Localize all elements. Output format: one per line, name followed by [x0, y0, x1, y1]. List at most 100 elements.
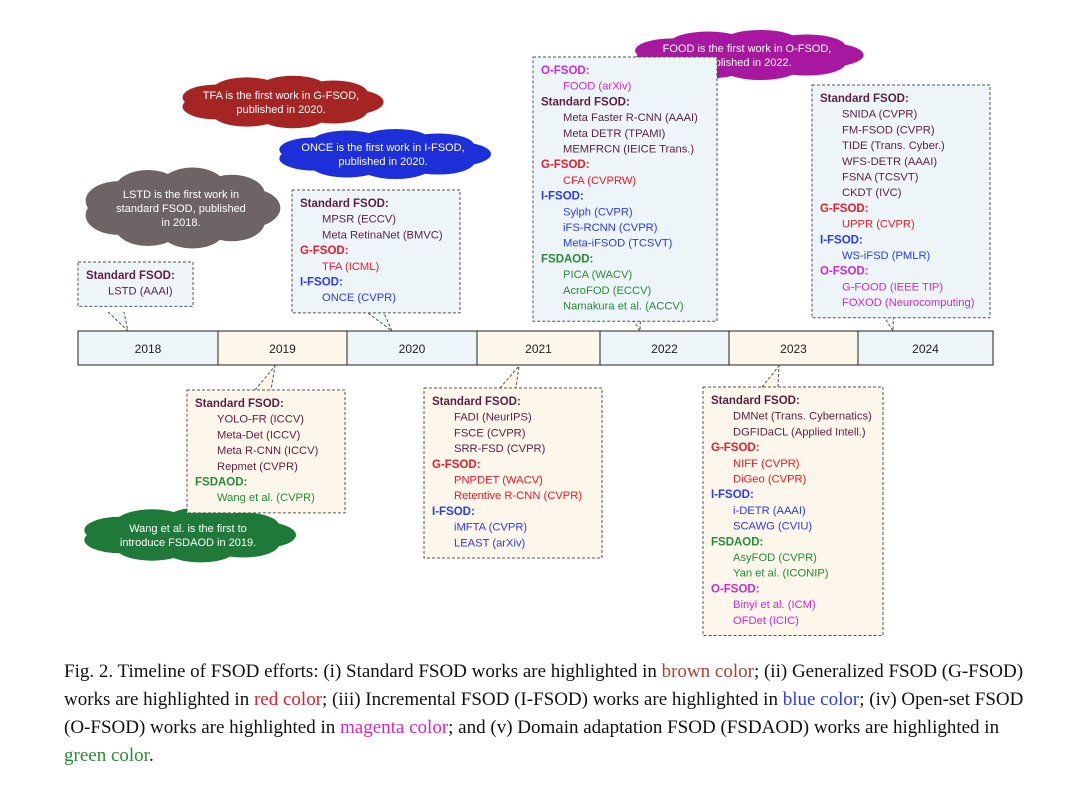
- cloud-text: published in 2022.: [702, 57, 791, 69]
- caption-text: ; (ii) Generalized FSOD (G-FSOD) works a…: [64, 661, 1024, 710]
- timeline-year-label: 2018: [135, 342, 162, 356]
- cloud-text: TFA is the first work in G-FSOD,: [203, 90, 359, 102]
- work-entry: OFDet (ICIC): [733, 615, 799, 627]
- work-entry: WFS-DETR (AAAI): [842, 156, 937, 168]
- work-entry: FOXOD (Neurocomputing): [842, 297, 975, 309]
- box-2024: Standard FSOD: SNIDA (CVPR) FM-FSOD (CVPR)…: [811, 84, 991, 319]
- cloud-text: introduce FSDAOD in 2019.: [120, 537, 256, 549]
- cloud-lstd: LSTD is the first work in standard FSOD, …: [85, 167, 281, 249]
- work-entry: SCAWG (CVIU): [733, 521, 812, 533]
- caption-magenta: magenta color: [340, 717, 449, 738]
- caption-green: green color: [64, 745, 149, 766]
- callout-connector: [761, 364, 780, 388]
- work-entry: DGFIDaCL (Applied Intell.): [733, 426, 866, 438]
- caption-text: ; (iii) Incremental FSOD (I-FSOD) works …: [322, 689, 783, 710]
- caption-brown: brown color: [661, 661, 754, 682]
- cloud-text: Wang et al. is the first to: [129, 523, 247, 535]
- work-entry: i-DETR (AAAI): [733, 505, 806, 517]
- work-entry: Sylph (CVPR): [563, 206, 633, 218]
- work-entry: SRR-FSD (CVPR): [454, 443, 546, 455]
- work-entry: Retentive R-CNN (CVPR): [454, 490, 582, 502]
- box-2021: Standard FSOD:FADI (NeurIPS)FSCE (CVPR)S…: [423, 387, 603, 559]
- timeline-year-2020: [346, 330, 478, 366]
- callout-connector: [367, 312, 394, 333]
- work-entry: LEAST (arXiv): [454, 537, 526, 549]
- work-entry: MEMFRCN (IEICE Trans.): [563, 144, 694, 156]
- group-heading-standard: Standard FSOD:: [300, 198, 389, 210]
- timeline-year-2023: [728, 330, 859, 366]
- timeline-year-label: 2019: [269, 342, 296, 356]
- work-entry: Meta DETR (TPAMI): [563, 128, 666, 140]
- fsod-timeline-diagram: TFA is the first work in G-FSOD, publishe…: [77, 29, 994, 636]
- work-entry: AsyFOD (CVPR): [733, 552, 817, 564]
- callout-connector: [254, 364, 276, 391]
- timeline-year-label: 2022: [651, 342, 678, 356]
- group-heading-ofsod: O-FSOD:: [541, 65, 590, 77]
- group-heading-standard: Standard FSOD:: [711, 395, 800, 407]
- caption-text: .: [148, 745, 154, 766]
- work-entry: UPPR (CVPR): [842, 219, 915, 231]
- cloud-wang: Wang et al. is the first to introduce FSD…: [84, 507, 296, 563]
- work-entry: PICA (WACV): [563, 269, 632, 281]
- timeline-year-label: 2020: [399, 342, 426, 356]
- caption-blue: blue color: [782, 689, 860, 710]
- group-heading-standard: Standard FSOD:: [820, 93, 909, 105]
- work-entry: ONCE (CVPR): [322, 292, 396, 304]
- group-heading-standard: Standard FSOD:: [195, 398, 284, 410]
- cloud-text: standard FSOD, published: [116, 203, 246, 215]
- box-2018: Standard FSOD: LSTD (AAAI): [77, 261, 194, 307]
- work-entry: DMNet (Trans. Cybernatics): [733, 411, 872, 423]
- group-heading-gfsod: G-FSOD:: [432, 459, 481, 471]
- group-heading-fsdaod: FSDAOD:: [711, 536, 763, 548]
- caption-red: red color: [253, 689, 323, 710]
- group-heading-gfsod: G-FSOD:: [711, 442, 760, 454]
- work-entry: FSNA (TCSVT): [842, 172, 919, 184]
- callout-connector: [107, 311, 129, 333]
- timeline-year-2019: [217, 330, 348, 366]
- figure-caption: Fig. 2. Timeline of FSOD efforts: (i) St…: [64, 658, 1024, 770]
- caption-text: ; (iv) Open-set FSOD (O-FSOD) works are …: [64, 689, 1024, 738]
- work-entry: Yan et al. (ICONIP): [733, 568, 829, 580]
- cloud-text: FOOD is the first work in O-FSOD,: [663, 43, 832, 55]
- timeline-year-label: 2021: [525, 342, 552, 356]
- work-entry: FADI (NeurIPS): [454, 412, 532, 424]
- caption-text: ; and (v) Domain adaptation FSOD (FSDAOD…: [448, 717, 1000, 738]
- timeline-year-label: 2024: [912, 342, 939, 356]
- cloud-once: ONCE is the first work in I-FSOD,publish…: [279, 128, 491, 180]
- group-heading-ifsod: I-FSOD:: [541, 191, 584, 203]
- cloud-text: in 2018.: [161, 217, 200, 229]
- group-heading-fsdaod: FSDAOD:: [541, 253, 593, 265]
- group-heading-ifsod: I-FSOD:: [432, 506, 475, 518]
- work-entry: Meta-Det (ICCV): [217, 429, 301, 441]
- group-heading-fsdaod: FSDAOD:: [195, 477, 247, 489]
- group-heading-ifsod: I-FSOD:: [711, 489, 754, 501]
- timeline-year-2021: [476, 330, 601, 366]
- timeline-year-label: 2023: [780, 342, 807, 356]
- work-entry: Binyi et al. (ICM): [733, 599, 816, 611]
- box-2020: Standard FSOD:MPSR (ECCV)Meta RetinaNet …: [291, 189, 461, 314]
- work-entry: SNIDA (CVPR): [842, 109, 917, 121]
- caption-text: Fig. 2. Timeline of FSOD efforts: (i) St…: [64, 661, 662, 682]
- cloud-text: LSTD is the first work in: [123, 189, 239, 201]
- work-entry: MPSR (ECCV): [322, 214, 396, 226]
- timeline-year-2024: [857, 330, 994, 366]
- work-entry: Meta R-CNN (ICCV): [217, 445, 319, 457]
- work-entry: FOOD (arXiv): [563, 81, 632, 93]
- group-heading-gfsod: G-FSOD:: [300, 245, 349, 257]
- work-entry: AcroFOD (ECCV): [563, 285, 652, 297]
- work-entry: FM-FSOD (CVPR): [842, 124, 935, 136]
- group-heading-ofsod: O-FSOD:: [711, 583, 760, 595]
- work-entry: G-FOOD (IEEE TIP): [842, 281, 943, 293]
- cloud-text: published in 2020.: [338, 156, 427, 168]
- cloud-text: published in 2020.: [236, 104, 325, 116]
- work-entry: CKDT (IVC): [842, 187, 902, 199]
- group-heading-standard: Standard FSOD:: [86, 270, 175, 282]
- group-heading-standard: Standard FSOD:: [541, 96, 630, 108]
- group-heading-gfsod: G-FSOD:: [541, 159, 590, 171]
- work-entry: FSCE (CVPR): [454, 427, 526, 439]
- box-2022: O-FSOD:FOOD (arXiv)Standard FSOD:Meta Fa…: [532, 56, 718, 322]
- work-entry: LSTD (AAAI): [108, 286, 173, 298]
- work-entry: Repmet (CVPR): [217, 461, 298, 473]
- callout-connector: [499, 364, 520, 389]
- work-entry: Wang et al. (CVPR): [217, 492, 315, 504]
